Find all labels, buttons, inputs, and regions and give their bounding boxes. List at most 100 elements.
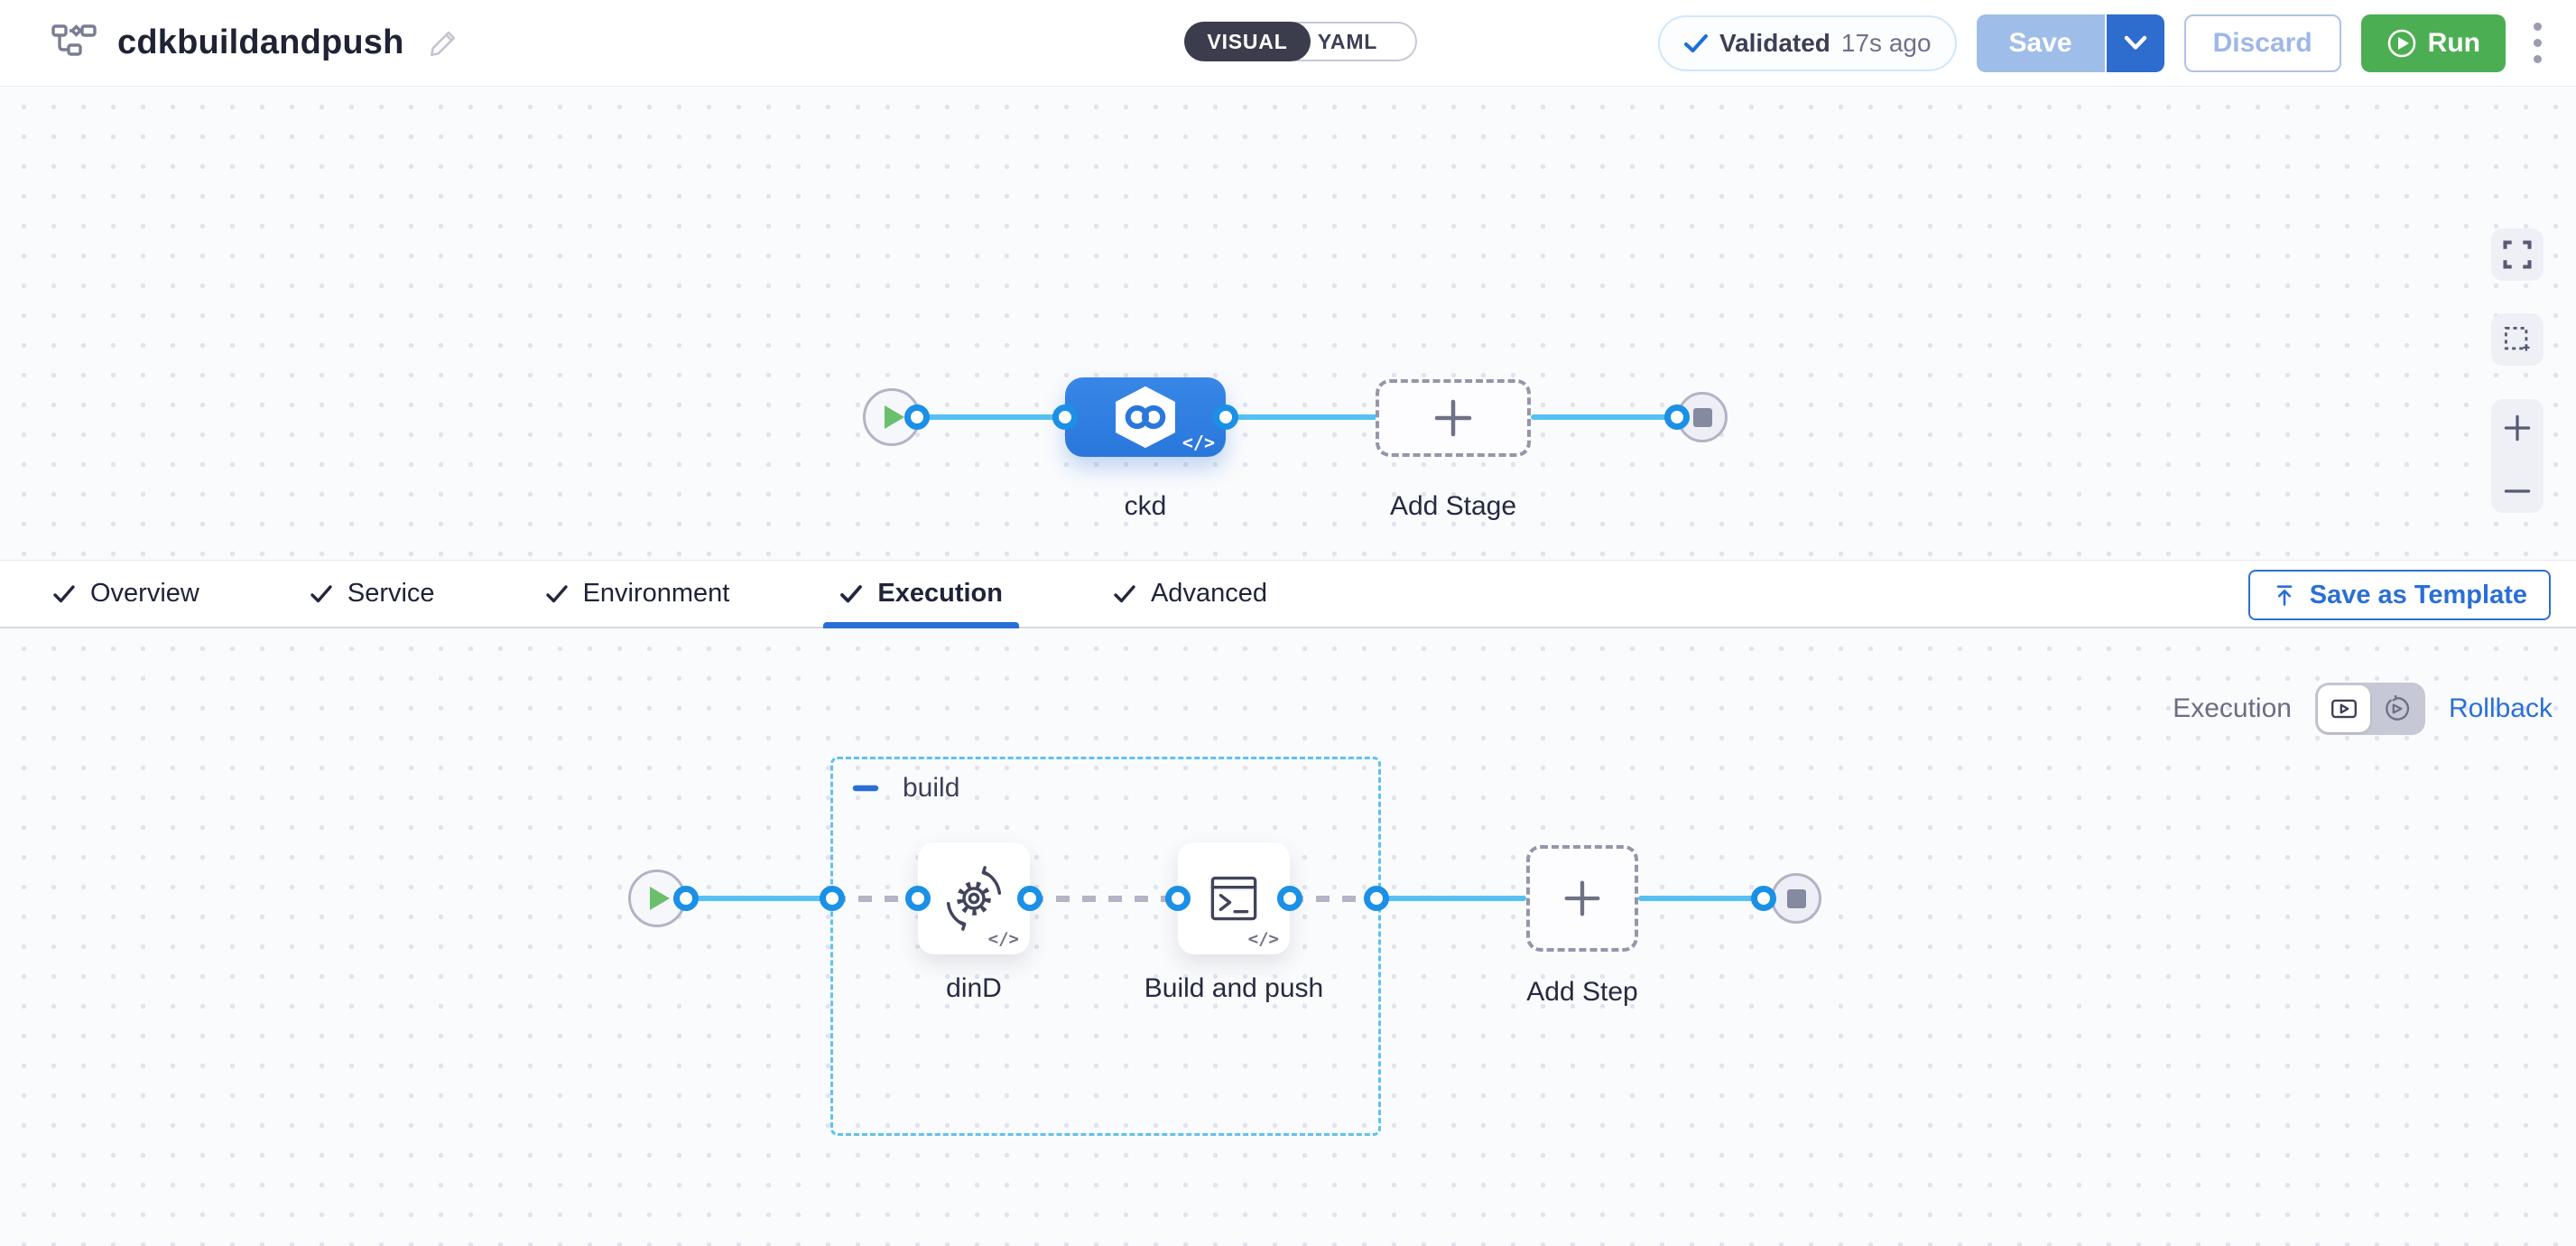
save-button[interactable]: Save [1976,14,2105,72]
execution-view-icon [2330,699,2357,719]
tab-execution[interactable]: Execution [823,561,1019,628]
tab-advanced[interactable]: Advanced [1113,561,1267,627]
tab-label: Execution [877,579,1003,608]
step-label: Build and push [1144,973,1324,1003]
plus-icon [1434,399,1472,437]
connector-line [1376,896,1526,901]
check-icon [545,584,568,602]
connector-port[interactable] [1364,886,1389,911]
rollback-link[interactable]: Rollback [2448,693,2553,723]
collapse-group-button[interactable] [852,783,879,794]
execution-canvas[interactable]: Execution Rollback build [0,628,2576,1246]
validated-badge[interactable]: Validated 17s ago [1657,14,1957,71]
check-icon [840,584,863,602]
tab-label: Environment [582,579,730,608]
stage-canvas[interactable]: </> ckd Add Stage [0,87,2576,560]
save-as-template-label: Save as Template [2309,580,2527,609]
pipeline-header: cdkbuildandpush YAML VISUAL Validated 17… [0,0,2576,87]
connector-port[interactable] [1017,886,1042,911]
connector-port[interactable] [673,886,699,911]
page-title: cdkbuildandpush [117,23,404,61]
fullscreen-button[interactable] [2491,228,2544,281]
visual-yaml-toggle: YAML VISUAL [1184,22,1417,61]
toggle-visual[interactable]: VISUAL [1184,22,1311,61]
execution-end-node[interactable] [1771,873,1821,924]
connector-port[interactable] [1751,886,1776,911]
discard-label: Discard [2212,27,2312,58]
play-icon [650,887,670,910]
stop-icon [1786,888,1806,908]
save-dropdown-button[interactable] [2106,14,2164,72]
edit-pencil-icon[interactable] [428,28,459,59]
more-options-button[interactable] [2525,16,2549,70]
run-label: Run [2427,27,2480,58]
group-label: build [903,773,960,803]
rollback-view-icon [2386,695,2410,721]
check-icon [1114,584,1135,602]
connector-port[interactable] [820,886,845,911]
tab-overview[interactable]: Overview [52,561,199,627]
selection-button[interactable] [2491,313,2544,366]
validated-time: 17s ago [1840,28,1932,57]
upload-icon [2276,585,2293,606]
code-icon: </> [1181,432,1215,453]
rollback-view-button[interactable] [2370,685,2423,732]
connector-port[interactable] [1213,404,1238,430]
check-icon [310,584,332,602]
check-icon [1683,33,1708,52]
cd-hexagon-icon [1116,386,1175,449]
tab-label: Service [347,579,435,608]
code-icon: </> [1247,929,1279,949]
zoom-controls [2491,399,2544,513]
dashed-connector [832,896,918,902]
connector-line [1226,414,1379,420]
play-icon [885,405,904,429]
connector-port[interactable] [1165,886,1191,911]
plus-icon [1564,880,1600,916]
connector-port[interactable] [1277,886,1302,911]
connector-line [686,896,832,901]
zoom-out-button[interactable] [2501,482,2534,500]
tab-label: Overview [90,579,199,608]
connector-port[interactable] [904,404,930,430]
tab-label: Advanced [1150,579,1267,608]
check-icon [53,584,75,602]
fullscreen-icon [2503,240,2532,269]
step-node-build-and-push[interactable]: </> [1178,842,1290,954]
discard-button[interactable]: Discard [2183,14,2341,72]
dashed-connector [1290,896,1376,902]
step-node-dind[interactable]: </> [918,842,1030,954]
tab-environment[interactable]: Environment [545,561,730,627]
stop-icon [1692,407,1712,427]
tab-service[interactable]: Service [310,561,435,627]
step-label: dinD [946,973,1002,1003]
connector-port[interactable] [905,886,931,911]
connector-port[interactable] [1052,404,1078,430]
save-split-button: Save [1976,14,2164,72]
execution-mode-label: Execution [2173,693,2292,723]
add-stage-button[interactable] [1376,379,1531,457]
save-divider [2104,14,2107,72]
dashed-connector [1030,896,1178,902]
code-icon: </> [987,929,1019,949]
service-gear-icon [946,866,1002,931]
play-circle-icon [2387,29,2415,57]
add-step-label: Add Step [1526,977,1638,1007]
stage-node-ckd[interactable]: </> [1065,377,1226,457]
connector-port[interactable] [1664,404,1690,430]
chevron-down-icon [2124,35,2146,50]
stage-label: ckd [1124,491,1167,521]
marquee-select-icon [2504,326,2530,351]
zoom-in-button[interactable] [2501,412,2534,444]
add-step-button[interactable] [1526,845,1638,952]
connector-line [917,414,1070,420]
run-button[interactable]: Run [2360,14,2506,72]
connector-line [1638,896,1764,901]
visual-label: VISUAL [1207,29,1288,53]
pipeline-icon [51,23,97,56]
yaml-label: YAML [1317,29,1378,53]
execution-toolbar: Execution Rollback [2173,683,2553,735]
save-as-template-button[interactable]: Save as Template [2247,570,2551,620]
execution-view-button[interactable] [2317,685,2370,732]
step-group-build[interactable] [830,757,1381,1136]
